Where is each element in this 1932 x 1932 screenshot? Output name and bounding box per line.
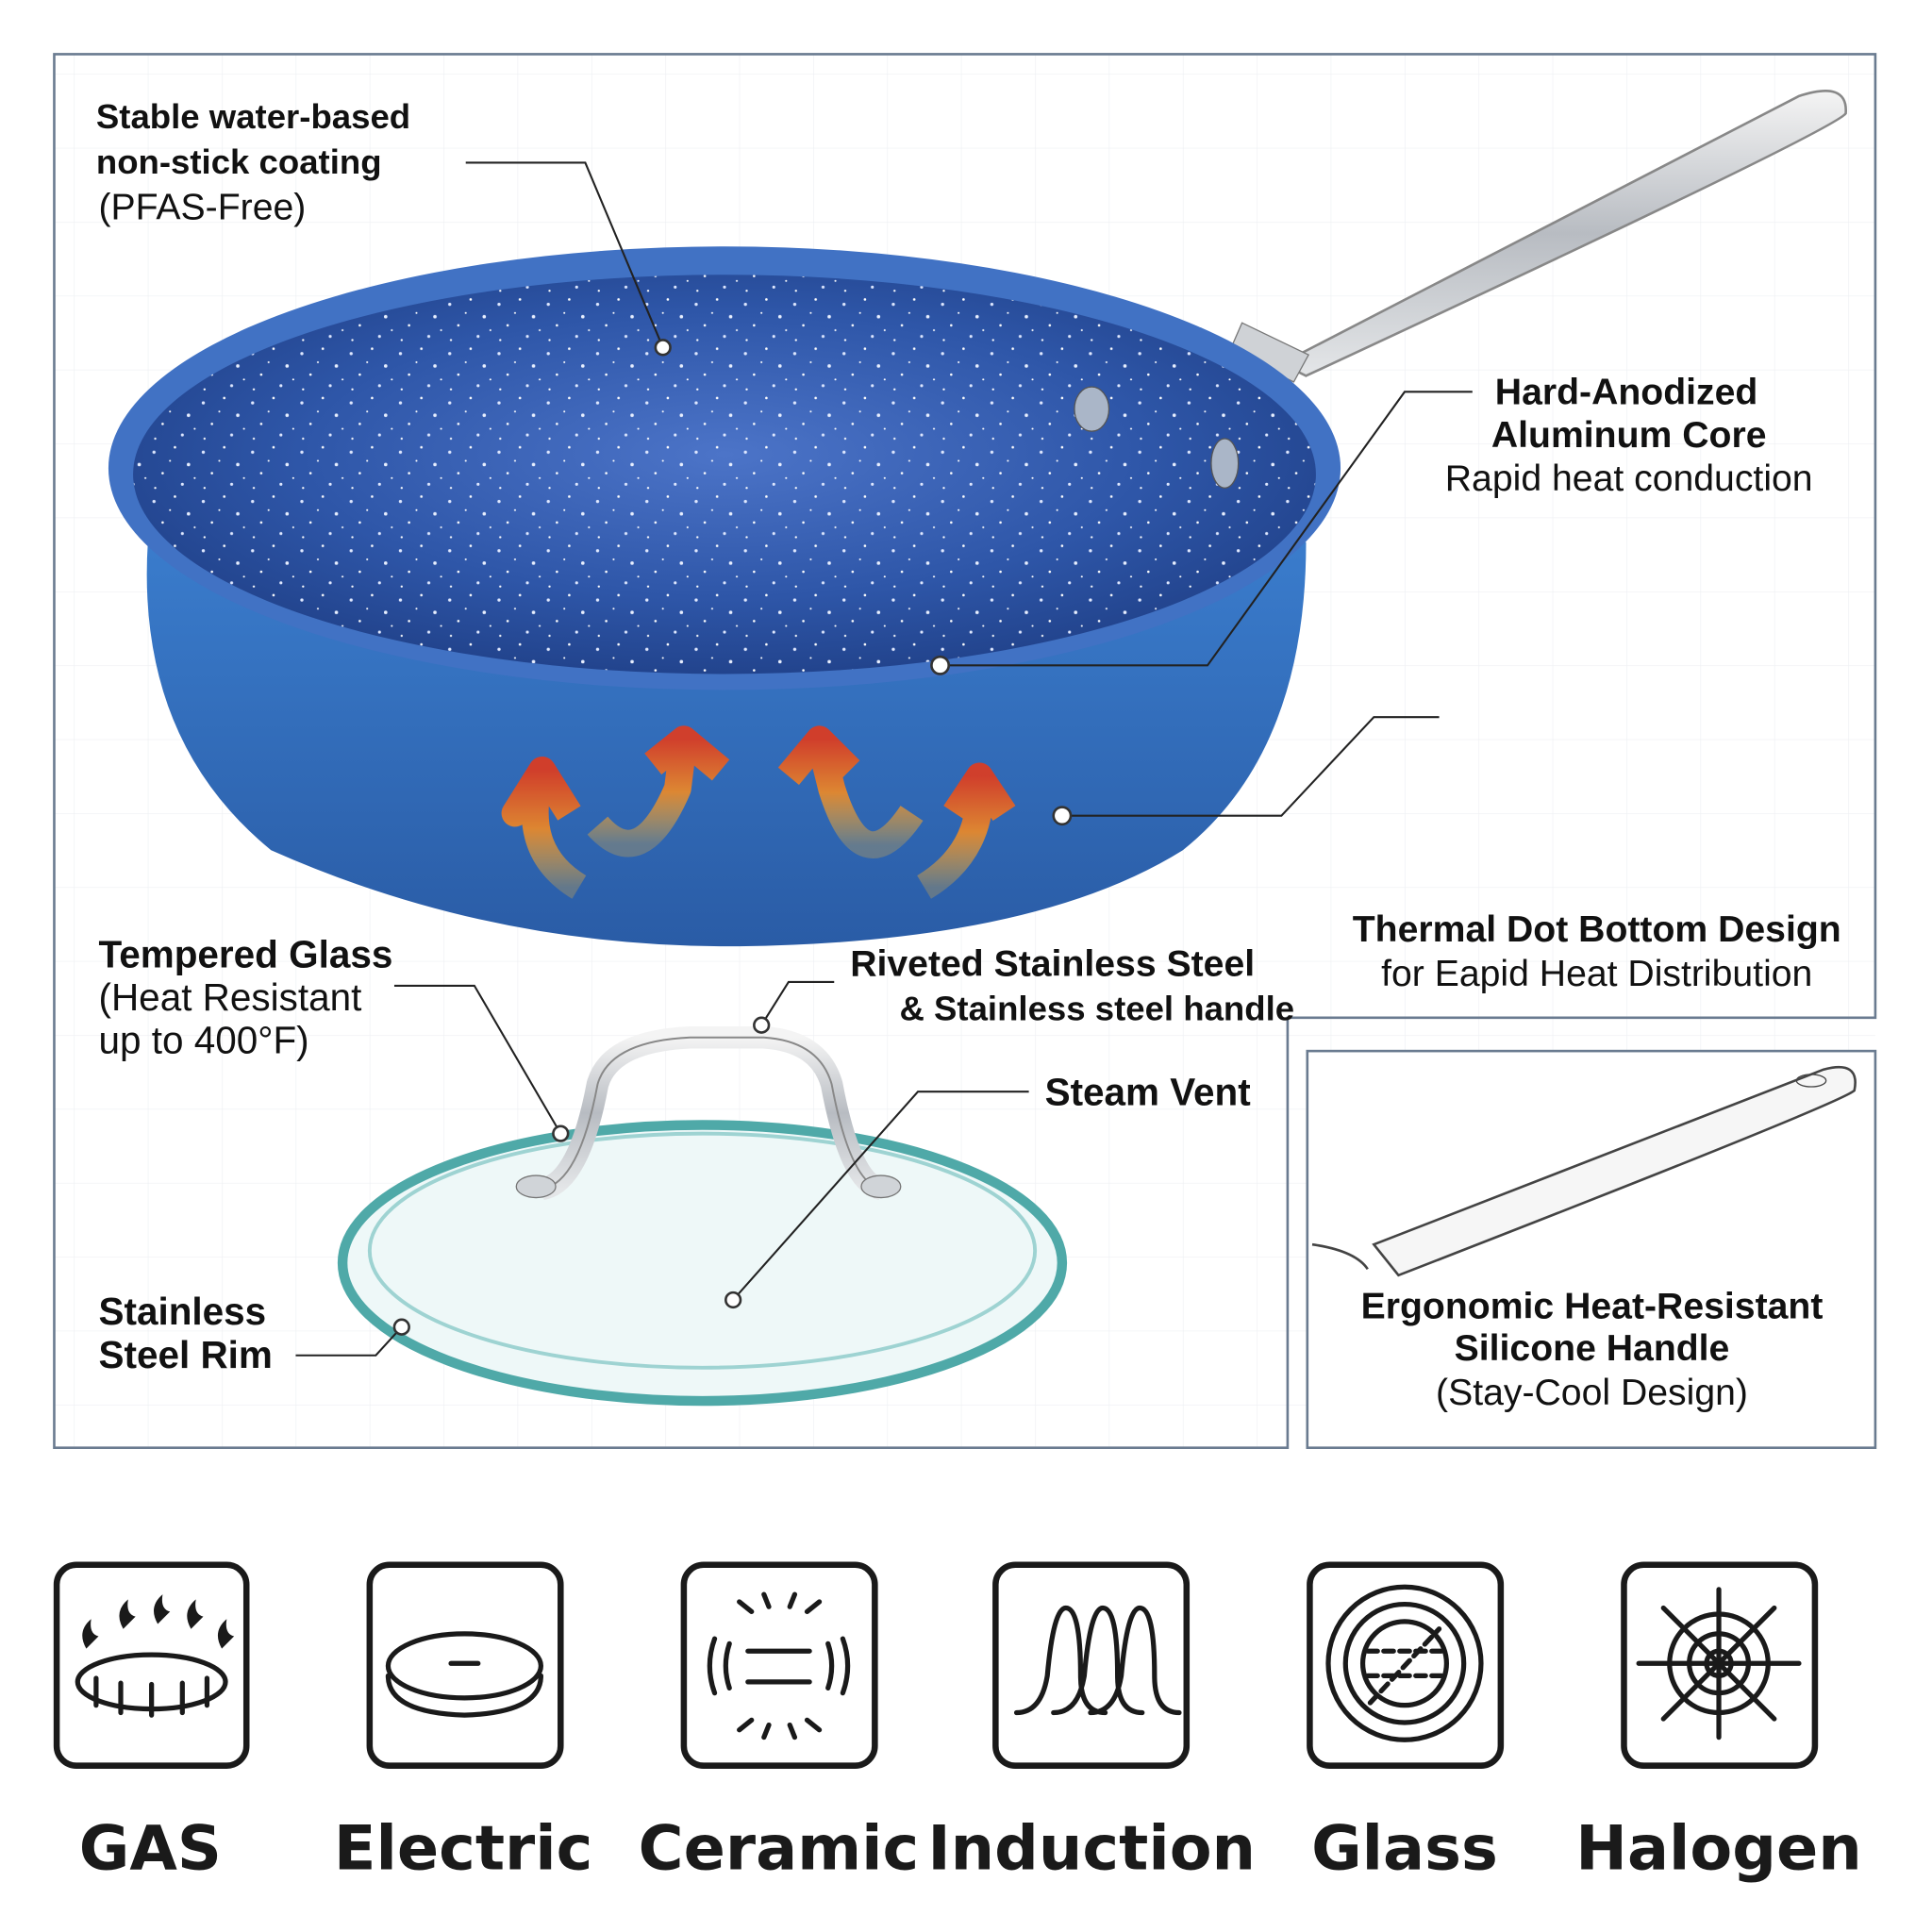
rivets-title-2: & Stainless steel handle [899,989,1294,1027]
coating-title-2: non-stick coating [96,142,382,181]
bottom-note: for Eapid Heat Distribution [1381,954,1812,994]
glass-note-1: (Heat Resistant [98,975,361,1019]
electric-hob-icon [366,1561,564,1769]
glass-note-2: up to 400°F) [98,1019,308,1062]
pan-handle [1278,90,1847,377]
lid-rim [337,1120,1068,1407]
vent-title: Steam Vent [1045,1071,1251,1114]
rivets-title-1: Riveted Stainless Steel [850,943,1255,984]
rim-title-2: Steel Rim [98,1333,272,1376]
coating-note: (PFAS-Free) [98,187,306,227]
heat-arrows [501,725,1016,899]
stovetop-label-halogen: Halogen [1575,1812,1861,1884]
leader-lines [295,161,1473,1357]
rim-title-1: Stainless [98,1290,266,1333]
coating-title-1: Stable water-based [96,97,410,136]
bottom-title: Thermal Dot Bottom Design [1353,909,1841,950]
glass-title: Tempered Glass [98,932,392,975]
rivet [1210,438,1240,489]
rivet [1074,386,1110,432]
glass-top-icon [1307,1561,1505,1769]
handle-title-2: Silicone Handle [1455,1328,1730,1369]
silicone-handle-detail [1311,1065,1857,1277]
stovetop-label-glass: Glass [1311,1812,1498,1884]
core-title-1: Hard-Anodized [1495,372,1758,412]
core-title-2: Aluminum Core [1491,415,1767,456]
glass-lid [337,1026,1068,1407]
core-note: Rapid heat conduction [1445,458,1813,499]
stovetop-compatibility: GAS Electric Ceramic Induction Glass Hal… [53,1561,1862,1884]
stovetop-label-ceramic: Ceramic [639,1812,920,1884]
frying-pan [108,90,1847,947]
induction-coil-icon [992,1561,1191,1769]
granite-speckles [133,275,1316,675]
handle-title-1: Ergonomic Heat-Resistant [1361,1287,1824,1327]
gas-burner-icon [53,1561,250,1769]
handle-note: (Stay-Cool Design) [1436,1373,1748,1413]
ceramic-icon [680,1561,878,1769]
main-frame [53,53,1877,1449]
stovetop-label-induction: Induction [927,1812,1256,1884]
halogen-icon [1621,1561,1819,1769]
stovetop-label-gas: GAS [79,1812,222,1884]
stovetop-label-electric: Electric [334,1812,592,1884]
handle-bracket [1228,322,1310,383]
